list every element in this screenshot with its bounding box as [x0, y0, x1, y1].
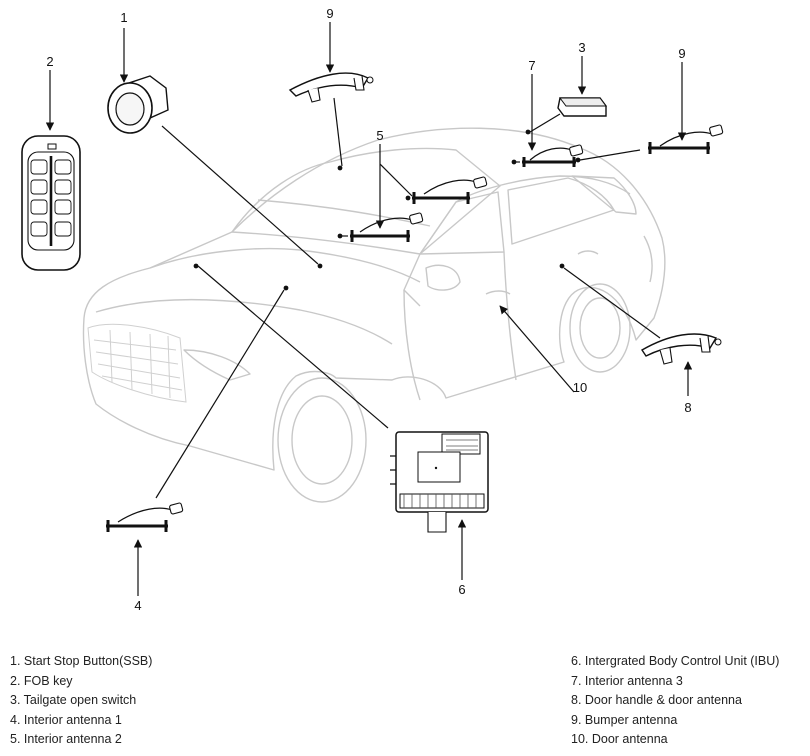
- tailgate-switch-illustration: [557, 97, 607, 117]
- grille: [87, 323, 187, 403]
- callout-1: 1: [120, 10, 127, 25]
- legend-item: 7. Interior antenna 3: [571, 673, 683, 688]
- legend-left: 1. Start Stop Button(SSB) 2. FOB key 3. …: [10, 652, 152, 750]
- callout-numbers: 1 2 3 4 5 6 7 8 9 9 10: [46, 6, 691, 613]
- callout-8: 8: [684, 400, 691, 415]
- callout-10: 10: [573, 380, 587, 395]
- legend-item: 2. FOB key: [10, 673, 73, 688]
- callout-3: 3: [578, 40, 585, 55]
- legend-item: 9. Bumper antenna: [571, 712, 678, 727]
- interior-antenna-2-upper-illustration: [412, 176, 488, 204]
- callout-9-right: 9: [678, 46, 685, 61]
- fob-key-illustration: [21, 135, 81, 271]
- legend-item: 3. Tailgate open switch: [10, 693, 137, 708]
- legend-right: 6. Intergrated Body Control Unit (IBU) 7…: [571, 652, 779, 750]
- legend-item: 4. Interior antenna 1: [10, 712, 122, 727]
- ibu-module-illustration: [390, 431, 489, 533]
- legend-item: 10. Door antenna: [571, 732, 668, 747]
- vehicle-outline: [82, 127, 666, 503]
- component-location-diagram: 1 2 3 4 5 6 7 8 9 9 10: [21, 6, 724, 613]
- interior-antenna-2-lower-illustration: [350, 212, 424, 242]
- bumper-antenna-right-illustration: [648, 124, 724, 154]
- callout-2: 2: [46, 54, 53, 69]
- legend-item: 5. Interior antenna 2: [10, 732, 122, 747]
- callout-9-left: 9: [326, 6, 333, 21]
- interior-antenna-3-illustration: [522, 144, 584, 167]
- legend-item: 1. Start Stop Button(SSB): [10, 654, 153, 668]
- door-handle-top-illustration: [288, 72, 374, 103]
- legend-item: 8. Door handle & door antenna: [571, 693, 742, 708]
- location-dots: [193, 129, 581, 291]
- leader-lines: [45, 22, 693, 596]
- start-stop-button-illustration: [107, 75, 169, 134]
- callout-7: 7: [528, 58, 535, 73]
- callout-6: 6: [458, 582, 465, 597]
- interior-antenna-1-illustration: [106, 502, 184, 532]
- door-handle-antenna-illustration: [641, 333, 722, 365]
- callout-4: 4: [134, 598, 141, 613]
- legend-item: 6. Intergrated Body Control Unit (IBU): [571, 654, 780, 668]
- callout-5-upper: 5: [376, 128, 383, 143]
